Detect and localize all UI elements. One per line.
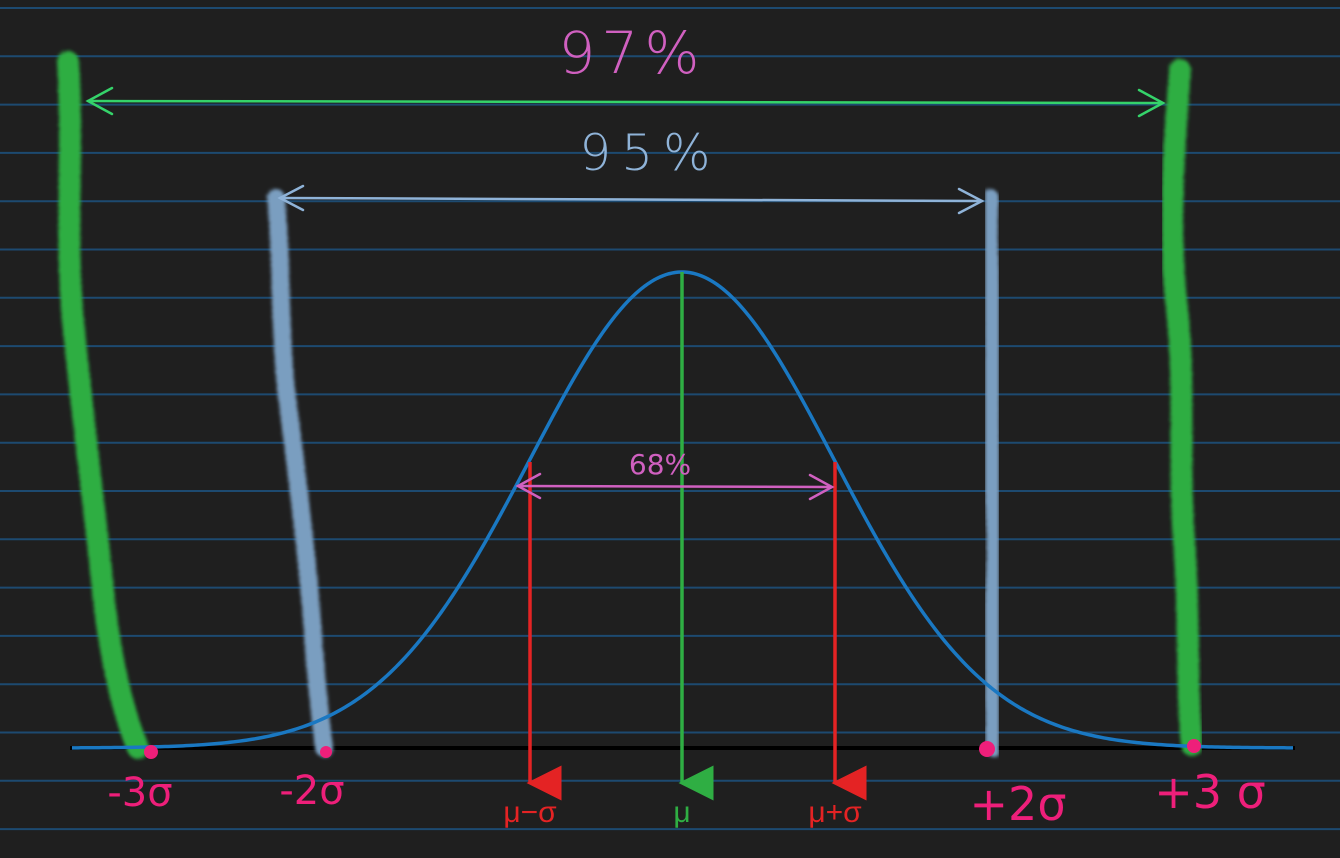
plus-3-sigma-stroke <box>1161 59 1203 756</box>
minus-3-sigma-stroke <box>57 51 149 759</box>
label-plus-3-sigma: +3 σ <box>1154 765 1266 819</box>
minus-2-sigma-stroke <box>267 189 333 757</box>
plus-2-sigma-stroke <box>979 189 1005 757</box>
minus-2-sigma-dot <box>320 746 332 758</box>
span-95-arrow <box>277 184 985 215</box>
plus-2-sigma-dot <box>979 741 995 757</box>
ruled-paper-lines <box>0 7 1340 831</box>
label-mu-plus-sigma: μ+σ <box>808 796 862 829</box>
label-97-percent: 97% <box>559 19 706 87</box>
label-68-percent: 68% <box>629 448 691 481</box>
label-plus-2-sigma: +2σ <box>970 777 1067 831</box>
minus-3-sigma-dot <box>144 745 158 759</box>
label-minus-3-sigma: -3σ <box>107 770 172 816</box>
span-68-arrow <box>515 472 835 501</box>
label-minus-2-sigma: -2σ <box>279 768 344 814</box>
label-95-percent: 95% <box>579 124 720 182</box>
span-97-arrow <box>85 86 1166 118</box>
plus-3-sigma-dot <box>1187 739 1201 753</box>
label-mu: μ <box>673 796 690 829</box>
label-mu-minus-sigma: μ−σ <box>503 796 557 829</box>
